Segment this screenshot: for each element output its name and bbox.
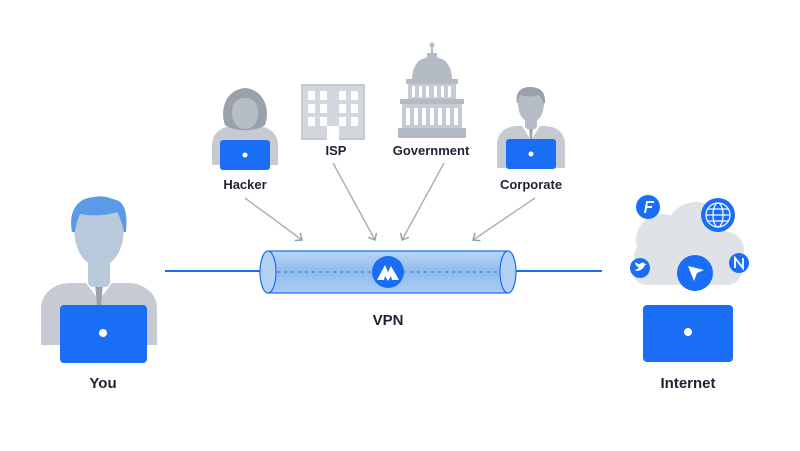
navigation-icon xyxy=(677,255,713,291)
vpn-label: VPN xyxy=(372,312,404,329)
flipboard-icon xyxy=(636,195,660,219)
hacker-arrow xyxy=(244,197,302,240)
twitter-icon xyxy=(630,258,650,278)
isp-label: ISP xyxy=(325,143,347,158)
corporate-arrow xyxy=(473,197,536,240)
government-label: Government xyxy=(392,143,470,158)
corporate-person-icon xyxy=(497,87,565,169)
government-arrow xyxy=(402,162,445,240)
isp-arrow xyxy=(332,162,375,240)
government-capitol-icon xyxy=(398,42,466,138)
internet-laptop-icon xyxy=(643,305,733,362)
corporate-label: Corporate xyxy=(499,177,563,192)
internet-label: Internet xyxy=(660,375,716,392)
hacker-icon xyxy=(212,88,278,170)
n-app-icon xyxy=(729,253,749,273)
you-label: You xyxy=(89,375,117,392)
nordvpn-logo-icon xyxy=(372,256,404,288)
hacker-label: Hacker xyxy=(223,177,267,192)
globe-icon xyxy=(701,198,735,232)
isp-building-icon xyxy=(301,84,365,140)
you-person-icon xyxy=(41,196,157,363)
